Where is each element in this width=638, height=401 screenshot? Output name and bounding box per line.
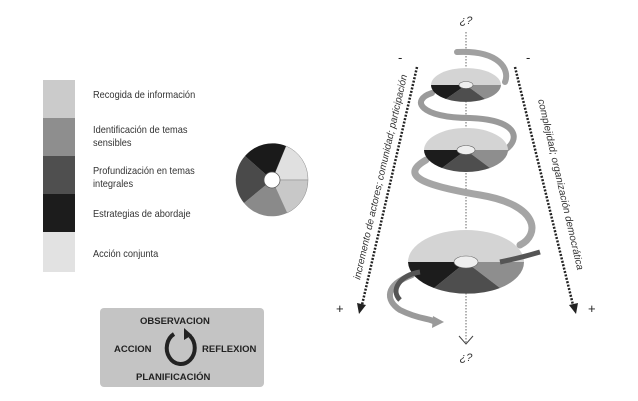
bottom-question: ¿?: [460, 352, 474, 364]
legend-swatch-accion: [43, 232, 75, 272]
disc-middle: [424, 128, 508, 172]
right-dotted-arrow: [513, 66, 575, 306]
legend-label: Profundización en temas integrales: [93, 165, 195, 190]
cycle-arrow-icon: [164, 328, 197, 367]
pie-slice-accion: [271, 145, 309, 181]
pie-slice-estrategias: [245, 143, 286, 180]
pie-slice-identificacion: [244, 180, 287, 217]
disc-top: [430, 68, 501, 102]
pie-slice-profundizacion: [235, 156, 272, 203]
legend-swatch-recogida: [43, 80, 75, 118]
left-axis-label: incremento de actores; comunidad; partic…: [352, 73, 410, 281]
legend-swatch-identificacion: [43, 118, 75, 156]
right-axis-label: complejidad; organización democrática: [535, 98, 585, 271]
legend-swatch-profundizacion: [43, 156, 75, 194]
legend-label: Identificación de temas sensibles: [93, 124, 188, 149]
top-question: ¿?: [460, 15, 474, 27]
phase-pie: [235, 143, 309, 217]
disc-bottom: [408, 230, 525, 294]
cycle-box: OBSERVACION REFLEXION PLANIFICACIÓN ACCI…: [100, 308, 264, 387]
spiral-ribbon-front: [499, 249, 541, 265]
cycle-reflexion: REFLEXION: [202, 344, 257, 355]
left-arrowhead-icon: [357, 303, 366, 314]
legend-label: Estrategias de abordaje: [93, 208, 191, 220]
spiral-ribbon-front: [393, 269, 421, 302]
left-dotted-arrow: [360, 66, 419, 306]
right-arrowhead-icon: [569, 303, 578, 314]
left-minus: -: [398, 50, 402, 65]
pie-slice-recogida: [271, 179, 309, 214]
right-minus: -: [526, 50, 530, 65]
central-axis-arrow-icon: [458, 335, 474, 345]
legend-label: Acción conjunta: [93, 248, 159, 260]
cycle-observacion: OBSERVACION: [140, 316, 210, 327]
legend-label: Recogida de información: [93, 89, 196, 101]
right-plus: +: [588, 301, 596, 316]
legend-swatch-estrategias: [43, 194, 75, 232]
left-plus: +: [336, 301, 344, 316]
cycle-planificacion: PLANIFICACIÓN: [136, 372, 211, 383]
cycle-accion: ACCION: [114, 344, 152, 355]
